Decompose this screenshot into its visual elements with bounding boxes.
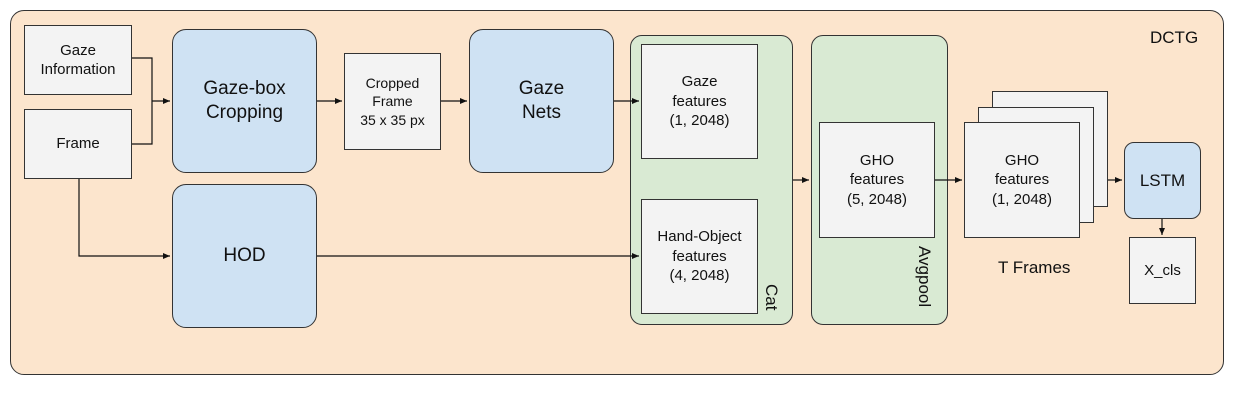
cat-label: Cat <box>762 284 781 311</box>
arrow-inputs-to-cropping <box>132 57 170 145</box>
x-cls-box: X_cls <box>1129 237 1196 304</box>
gaze-box-cropping-box: Gaze-box Cropping <box>172 29 317 173</box>
gho-features-pooled-box: GHO features (5, 2048) <box>819 122 935 238</box>
gho-features-frame-box: GHO features (1, 2048) <box>964 122 1080 238</box>
gaze-information-box: Gaze Information <box>24 25 132 95</box>
arrow-frame-to-hod <box>78 179 170 259</box>
gaze-features-label: Gaze features (1, 2048) <box>669 73 730 130</box>
lstm-label: LSTM <box>1139 170 1186 190</box>
gho-features-pooled-label: GHO features (5, 2048) <box>846 151 908 208</box>
frame-box: Frame <box>24 109 132 179</box>
cropped-frame-label: Cropped Frame 35 x 35 px <box>360 75 425 128</box>
avgpool-label: Avgpool <box>915 246 934 308</box>
dctg-title: DCTG <box>1150 28 1199 47</box>
gho-features-frame-label: GHO features (1, 2048) <box>991 151 1053 208</box>
gaze-nets-box: Gaze Nets <box>469 29 614 173</box>
gaze-box-cropping-label: Gaze-box Cropping <box>203 78 286 123</box>
gaze-information-label: Gaze Information <box>40 41 116 79</box>
gaze-nets-label: Gaze Nets <box>518 78 565 123</box>
hand-object-features-box: Hand-Object features (4, 2048) <box>641 199 758 314</box>
frame-label: Frame <box>56 135 100 153</box>
x-cls-label: X_cls <box>1144 261 1181 279</box>
hand-object-features-label: Hand-Object features (4, 2048) <box>657 228 742 285</box>
cropped-frame-box: Cropped Frame 35 x 35 px <box>344 53 441 150</box>
lstm-box: LSTM <box>1124 142 1201 219</box>
t-frames-label: T Frames <box>998 258 1071 277</box>
gaze-features-box: Gaze features (1, 2048) <box>641 44 758 159</box>
hod-label: HOD <box>223 245 266 267</box>
hod-box: HOD <box>172 184 317 328</box>
